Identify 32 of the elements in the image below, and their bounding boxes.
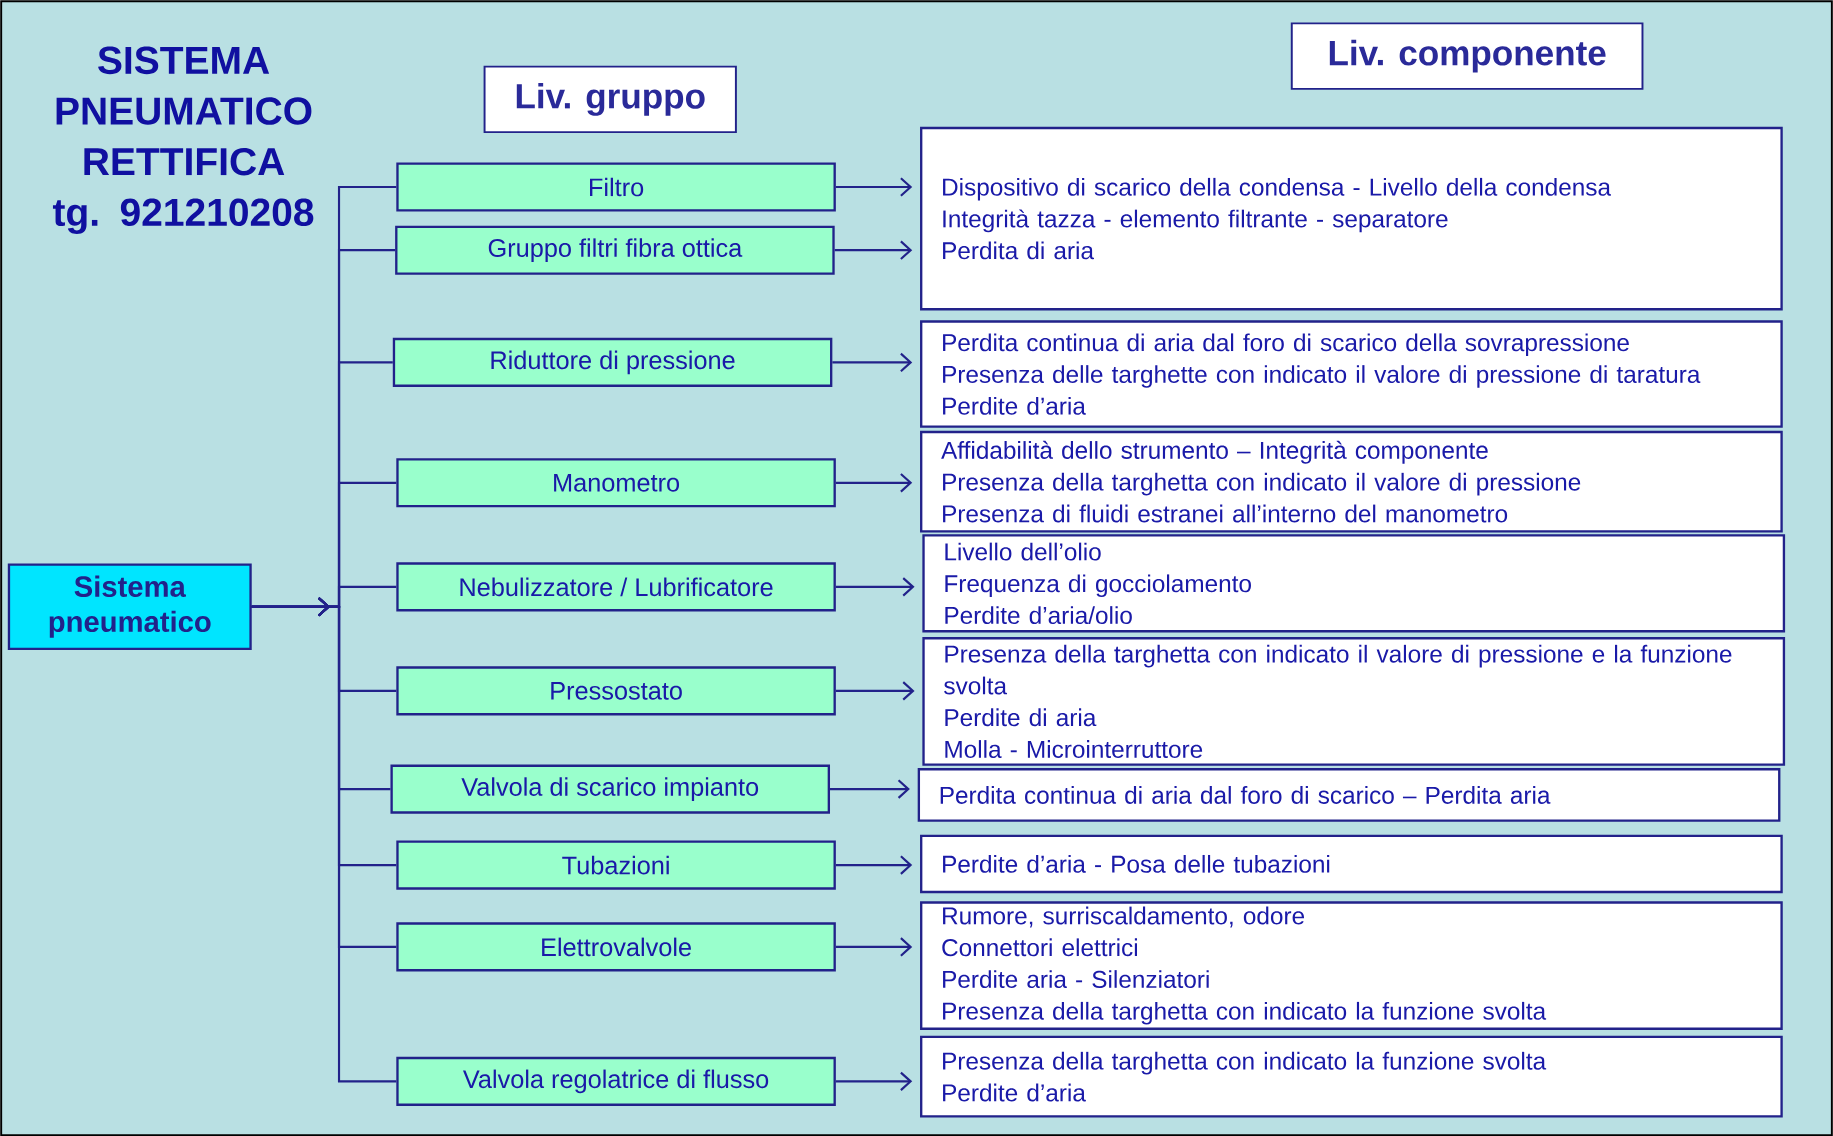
system-box: Sistema pneumatico (7, 563, 252, 650)
component-box: Affidabilità dello strumento – Integrità componente Presenza della targhetta con indicato il valore di pressione Presenza di fluidi estranei all’interno del manometro (920, 430, 1783, 533)
component-box: Perdita continua di aria dal foro di scarico – Perdita aria (917, 767, 1781, 822)
group-box: Elettrovalvole (396, 922, 836, 972)
arrow (835, 1071, 913, 1091)
component-box: Rumore, surriscaldamento, odore Connettori elettrici Perdite aria - Silenziatori Presenza della targhetta con indicato la funzione svolta (920, 901, 1783, 1030)
component-box: Presenza della targhetta con indicato la funzione svolta Perdite d’aria (920, 1035, 1783, 1118)
arrow (834, 240, 913, 260)
arrow (835, 177, 913, 197)
group-box: Pressostato (396, 666, 836, 716)
group-box: Valvola di scarico impianto (390, 764, 830, 814)
arrow (835, 681, 915, 701)
component-box: Perdita continua di aria dal foro di scarico della sovrapressione Presenza delle targhette con indicato il valore di pressione di taratura Perdite d’aria (920, 320, 1783, 428)
group-box: Nebulizzatore / Lubrificatore (396, 562, 836, 612)
group-box: Gruppo filtri fibra ottica (395, 225, 835, 275)
level-heading-box: Liv. componente (1290, 22, 1644, 90)
arrow (835, 577, 915, 597)
group-box: Riduttore di pressione (392, 337, 833, 387)
component-box: Dispositivo di scarico della condensa - Livello della condensa Integrità tazza - elemento filtrante - separatore Perdita di aria (920, 126, 1783, 311)
component-box: Livello dell’olio Frequenza di gocciolamento Perdite d’aria/olio (922, 534, 1786, 633)
arrow (835, 473, 913, 493)
component-box: Perdite d’aria - Posa delle tubazioni (920, 834, 1783, 893)
arrow (835, 937, 913, 957)
group-box: Valvola regolatrice di flusso (396, 1056, 836, 1106)
group-box: Filtro (396, 162, 836, 212)
group-box: Tubazioni (396, 840, 836, 890)
title: SISTEMA PNEUMATICO RETTIFICA tg. 921210208 (52, 46, 314, 234)
arrow (835, 855, 913, 875)
level-heading-box: Liv. gruppo (483, 65, 737, 133)
arrow (832, 352, 913, 372)
arrow (830, 779, 910, 799)
group-box: Manometro (396, 458, 836, 508)
